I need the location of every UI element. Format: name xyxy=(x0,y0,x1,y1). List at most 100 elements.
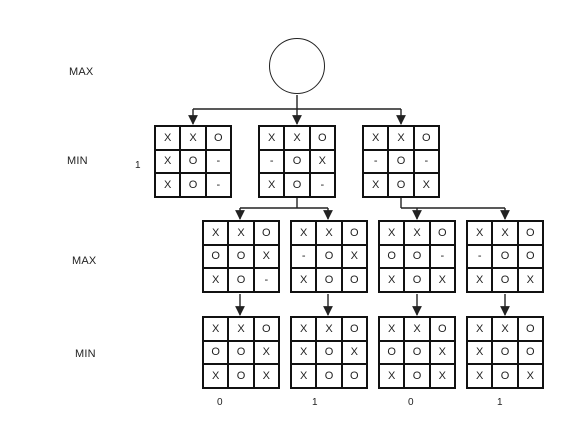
board-cell: X xyxy=(309,149,335,174)
board-cell: O xyxy=(228,268,254,292)
board-cell: X xyxy=(517,268,543,292)
leaf-value-2: 1 xyxy=(312,397,318,408)
board-cell: X xyxy=(180,126,206,150)
board-cell: X xyxy=(253,340,279,365)
board-cell: O xyxy=(284,173,310,197)
board-cell: X xyxy=(413,173,439,197)
board-cell: X xyxy=(429,340,455,365)
level-label-max-mid: MAX xyxy=(72,255,97,267)
board-cell: O xyxy=(404,244,430,269)
board-cell: - xyxy=(309,173,335,197)
board-cell: O xyxy=(341,268,367,292)
board-cell: O xyxy=(429,317,455,341)
board-cell: X xyxy=(341,340,367,365)
board-cell: X xyxy=(467,317,493,341)
board-cell: X xyxy=(517,364,543,388)
board-cell: O xyxy=(517,317,543,341)
leaf-value-3: 0 xyxy=(408,397,414,408)
board-cell: X xyxy=(203,268,229,292)
board-cell: - xyxy=(429,244,455,269)
board-cell: X xyxy=(467,268,493,292)
board-cell: O xyxy=(228,340,254,365)
board-cell: O xyxy=(492,340,518,365)
board-cell: O xyxy=(284,149,310,174)
board-cell: O xyxy=(316,244,342,269)
board-cell: O xyxy=(413,126,439,150)
board-cell: O xyxy=(404,268,430,292)
board-cell: - xyxy=(205,173,231,197)
board-cell: X xyxy=(404,221,430,245)
board-cell: - xyxy=(291,244,317,269)
board-cell: O xyxy=(228,244,254,269)
board-cell: X xyxy=(203,221,229,245)
board-cell: X xyxy=(203,317,229,341)
board-cell: O xyxy=(517,340,543,365)
board-cell: O xyxy=(316,364,342,388)
board-cell: X xyxy=(467,364,493,388)
board-cell: O xyxy=(429,221,455,245)
board-cell: O xyxy=(379,340,405,365)
board-cell: X xyxy=(291,268,317,292)
board-cell: X xyxy=(429,364,455,388)
board-cell: O xyxy=(228,364,254,388)
board-cell: O xyxy=(492,244,518,269)
board-cell: - xyxy=(253,268,279,292)
board-cell: - xyxy=(205,149,231,174)
board-cell: O xyxy=(316,268,342,292)
board-cell: X xyxy=(429,268,455,292)
leaf-value-4: 1 xyxy=(497,397,503,408)
board-cell: X xyxy=(259,126,285,150)
leaf-value-1: 0 xyxy=(217,397,223,408)
board-cell: X xyxy=(341,244,367,269)
board-cell: O xyxy=(517,244,543,269)
board-cell: O xyxy=(404,340,430,365)
root-node-circle xyxy=(269,38,325,94)
board-cell: O xyxy=(203,340,229,365)
board-cell: X xyxy=(228,317,254,341)
board-cell: O xyxy=(205,126,231,150)
board-cell: X xyxy=(316,221,342,245)
board-cell: X xyxy=(379,221,405,245)
board-cell: - xyxy=(413,149,439,174)
board-cell: X xyxy=(388,126,414,150)
board-cell: O xyxy=(492,268,518,292)
board-cell: X xyxy=(155,149,181,174)
board-cell: O xyxy=(388,173,414,197)
board-cell: O xyxy=(341,317,367,341)
board-cell: X xyxy=(284,126,310,150)
board-cell: X xyxy=(291,317,317,341)
board-cell: X xyxy=(363,173,389,197)
board-cell: O xyxy=(253,221,279,245)
board-cell: O xyxy=(388,149,414,174)
level-label-min-bottom: MIN xyxy=(75,348,96,360)
board-cell: O xyxy=(180,173,206,197)
board-cell: X xyxy=(291,340,317,365)
board-cell: X xyxy=(379,268,405,292)
board-cell: O xyxy=(341,364,367,388)
board-cell: X xyxy=(228,221,254,245)
level-label-max-top: MAX xyxy=(69,66,94,78)
board-cell: O xyxy=(309,126,335,150)
board-cell: X xyxy=(253,364,279,388)
board-cell: - xyxy=(259,149,285,174)
board-cell: O xyxy=(180,149,206,174)
board-cell: - xyxy=(467,244,493,269)
board-cell: O xyxy=(404,364,430,388)
board-cell: X xyxy=(291,221,317,245)
board-cell: X xyxy=(316,317,342,341)
board-cell: X xyxy=(492,317,518,341)
board-cell: X xyxy=(253,244,279,269)
board-cell: X xyxy=(467,221,493,245)
board-cell: O xyxy=(492,364,518,388)
board-cell: O xyxy=(203,244,229,269)
